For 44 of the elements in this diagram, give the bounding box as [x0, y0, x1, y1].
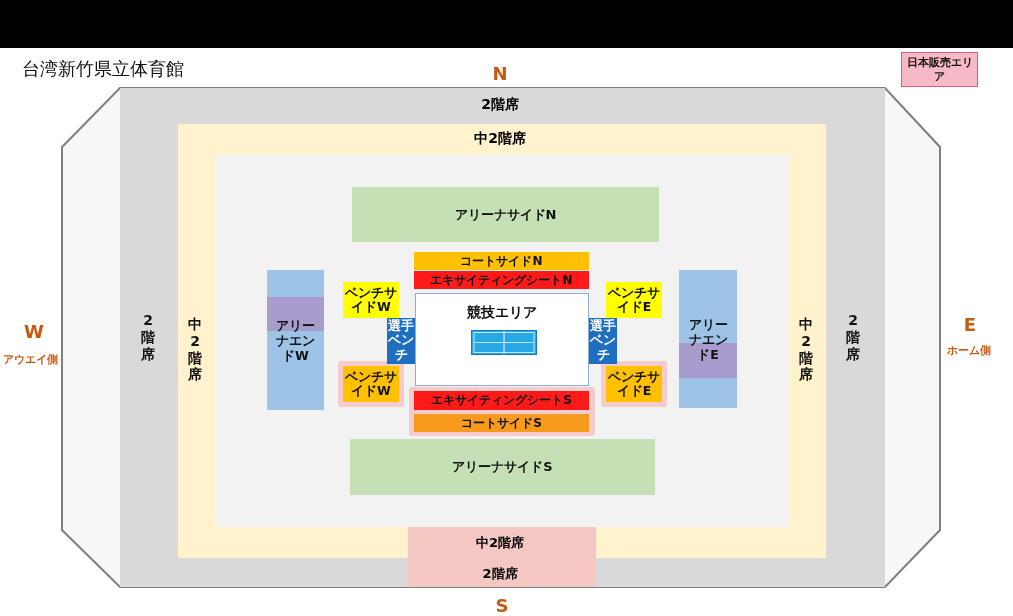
- direction-label: N: [492, 63, 508, 84]
- seat-label: ベンチサイドE: [607, 286, 661, 314]
- seating-band: [178, 124, 826, 558]
- seat-label: 中2階席: [474, 131, 526, 145]
- seating-row: [414, 414, 589, 432]
- seat-label: 選手ベンチ: [590, 319, 617, 363]
- seating-row: [414, 271, 589, 289]
- direction-label: ホーム側: [947, 343, 991, 358]
- seating-band: [120, 88, 885, 587]
- seat-label: コートサイドS: [461, 415, 542, 431]
- seat-label: 選手ベンチ: [388, 319, 415, 363]
- seat-label: 2階席: [481, 97, 519, 111]
- seat-label: エキサイティングシートN: [430, 272, 573, 288]
- seat-label: アリーナサイドN: [454, 206, 557, 223]
- direction-label: W: [24, 321, 44, 342]
- seat-label: 中2階席: [187, 316, 204, 384]
- seating-block: [352, 187, 659, 242]
- seat-label: 日本販売エリア: [905, 56, 974, 83]
- seat-label: 2階席: [482, 567, 518, 580]
- seat-label: ベンチサイドE: [607, 370, 661, 398]
- seating-row: [414, 252, 589, 270]
- direction-label: E: [963, 314, 977, 335]
- seat-label: コートサイドN: [460, 253, 543, 269]
- seating-row: [414, 391, 589, 410]
- direction-label: S: [495, 595, 509, 616]
- seat-label: ベンチサイドW: [344, 286, 398, 314]
- seating-block: [267, 270, 324, 410]
- seating-block: [408, 527, 596, 587]
- seat-label: アリーナエンドW: [275, 317, 316, 363]
- seating-block: [679, 270, 737, 408]
- direction-label: アウエイ側: [2, 352, 58, 367]
- area-label: 競技エリア: [466, 304, 538, 322]
- arena-floor: [215, 155, 790, 527]
- seat-label: エキサイティングシートS: [431, 393, 572, 408]
- seat-label: アリーナエンドE: [687, 316, 729, 362]
- page-title: 台湾新竹県立体育館: [22, 57, 184, 81]
- seat-label: 2階席: [140, 312, 157, 363]
- competition-area: [415, 293, 589, 386]
- seat-label: 2階席: [845, 312, 862, 363]
- seating-block: [350, 439, 655, 495]
- seat-label: 中2階席: [798, 316, 815, 384]
- seat-label: ベンチサイドW: [344, 370, 398, 398]
- seat-label: 中2階席: [476, 536, 524, 549]
- seat-label: アリーナサイドS: [452, 459, 553, 475]
